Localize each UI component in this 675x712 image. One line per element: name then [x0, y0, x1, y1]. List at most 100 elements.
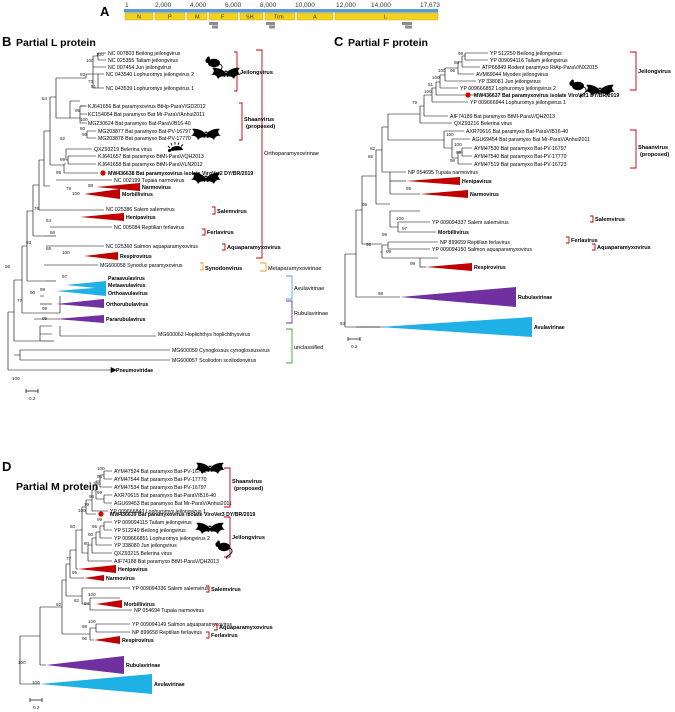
scale-bar-b: 0.2 [25, 389, 39, 401]
leaf-label: MG600057 Scoliodon scoliodonvirus [172, 358, 257, 364]
leaf-label: AYM47530 Bat paramyxo Bat-PV-16797 [474, 146, 567, 152]
clade-label: Henipavirus [126, 215, 156, 221]
genus-label: Shaanvirus [232, 479, 262, 485]
clade-label: Henipavirus [462, 179, 492, 185]
clade-triangle [40, 674, 152, 694]
gene-box [208, 12, 239, 21]
genus-label: Jeilongvirus [240, 70, 273, 76]
scale-label: 0.2 [29, 396, 36, 401]
leaf-label: YP 512250 Beilong jeilongvirus [490, 51, 562, 57]
gene-label: M [195, 15, 200, 21]
tree-b-synodon-bracket [200, 262, 204, 271]
genus-label: (proposed) [234, 486, 263, 492]
tree-b-bootstraps: 100 100 73 51 93 95 100 80 92 99 98 99 6… [5, 52, 104, 381]
leaf-label: AXR70615 Bat paramyxo Bat-ParaV/B16-40 [114, 493, 216, 499]
genome-tick: 12,000 [336, 2, 356, 9]
genus-label: Aquaparamyxovirus [219, 625, 273, 631]
leaf-label-highlight: MW436639 Bat paramyxovirus isolate ViroV… [110, 512, 255, 518]
leaf-label: ATP66849 Rodent paramyxo RtAp-ParaV/NX20… [482, 65, 598, 71]
bootstrap: 98 [378, 291, 384, 296]
leaf-label: YP 338081 Jun jeilongvirus [478, 79, 541, 85]
bootstrap: 90 [88, 532, 94, 537]
gene-box [186, 12, 208, 21]
clade-label: Narmovirus [106, 576, 135, 582]
bootstrap: 100 [396, 216, 404, 221]
panel-label-d: D [2, 459, 11, 474]
bootstrap: 95 [75, 108, 81, 113]
bootstrap: 64 [42, 96, 48, 101]
bootstrap: 54 [46, 218, 52, 223]
leaf-label: NC 043539 Lophuromys jeilongvirus 1 [106, 86, 194, 92]
bootstrap: 100 [97, 466, 105, 471]
clade-label: Rubulavirinae [126, 663, 160, 669]
leaf-label: YP 009094116 Tailam jeilongvirus [490, 58, 568, 64]
bootstrap: 99 [40, 287, 46, 292]
clade-triangle [46, 656, 124, 674]
tree-b-genus-brackets [202, 49, 263, 259]
gene-label: A [313, 15, 317, 21]
tree-c-brackets [566, 51, 637, 251]
clade-label: Narmovirus [142, 185, 171, 191]
bootstrap: 60 [454, 60, 460, 65]
genome-tick: 17,673 [420, 2, 440, 9]
genus-label: Jeilongvirus [232, 535, 265, 541]
panel-title-b: Partial L protein [16, 37, 96, 49]
genome-tick: 14,000 [371, 2, 391, 9]
bootstrap: 51 [91, 84, 97, 89]
bootstrap: 100 [88, 619, 96, 624]
bootstrap: 82 [74, 598, 80, 603]
bootstrap: 100 [93, 481, 101, 486]
leaf-label: AYM47519 Bat paramyxo Bat-PV-16723 [474, 162, 567, 168]
tree-b-branches [7, 52, 170, 371]
genus-label: Jeilongvirus [638, 69, 671, 75]
subfamily-label: Metaparamyxovirinae [268, 266, 321, 272]
bootstrap: 95 [72, 570, 78, 575]
clade-triangle [84, 252, 118, 260]
tree-d-genus-labels: Shaanvirus (proposed) Jeilongvirus Salem… [211, 479, 273, 639]
panel-label-a: A [100, 4, 110, 19]
clade-triangle [56, 287, 106, 296]
panel-b: B Partial L protein [2, 34, 328, 401]
leaf-label: AVM69044 Myodes jeilongvirus [476, 72, 549, 78]
tree-b-clades [56, 183, 140, 323]
bootstrap: 96 [92, 524, 98, 529]
highlight-dot [465, 92, 471, 98]
clade-triangle [406, 177, 460, 185]
gene-box [124, 12, 154, 21]
bootstrap: 99 [410, 261, 416, 266]
panel-label-c: C [334, 34, 344, 49]
leaf-label: NC 002199 Tupaia narmovirus [114, 178, 185, 184]
clade-label: Orthorubulavirus [106, 302, 148, 308]
genus-label: Shaanvirus [638, 145, 668, 151]
highlight-dot [98, 511, 104, 517]
clade-triangle [96, 183, 140, 191]
leaf-label: NC 025360 Salmon aquaparamyxovirus [106, 244, 198, 250]
bootstrap: 99 [97, 517, 103, 522]
leaf-label: KJ641657 Bat paramyxo BtMI-ParaV/QH2013 [98, 154, 204, 160]
leaf-label: NP 054694 Tupaia narmovirus [134, 608, 204, 614]
tree-d-clades [40, 565, 152, 694]
leaf-label: YP 009666944 Lophuromys jeilongvirus 1 [470, 100, 566, 106]
genome-bar [124, 9, 438, 13]
clade-label: Respirovirus [122, 638, 154, 644]
genome-panel: A 1 2,000 4,000 6,000 8,000 10,000 12,00… [100, 2, 440, 29]
bootstrap: 95 [362, 202, 368, 207]
leaf-label: YP 512249 Beilong jeilongvirus [114, 528, 186, 534]
leaf-label: QXZ93215 Belerina virus [114, 551, 172, 557]
subfamily-label: Rubulavirinae [294, 311, 328, 317]
bootstrap: 99 [382, 232, 388, 237]
leaf-label: NC 025386 Salem salemvirus [106, 207, 175, 213]
clade-triangle [84, 575, 104, 581]
leaf-label: KJ641656 Bat paramyxovirus BtHp-ParaV/GD… [88, 104, 206, 110]
bootstrap: 97 [62, 274, 68, 279]
bootstrap: 100 [78, 508, 86, 513]
clade-triangle [66, 281, 106, 289]
gene-box [264, 12, 296, 21]
leaf-label: AYM47540 Bat paramyxo Bat-PV-17770 [474, 154, 567, 160]
leaf-label: AYM47534 Bat paramyxo Bat-PV-16797 [114, 485, 207, 491]
bootstrap: 92 [56, 602, 62, 607]
clade-triangle [96, 600, 122, 608]
leaf-label: MG600059 Cynoglossus cynoglossusvirus [172, 348, 270, 354]
bootstrap: 93 [80, 72, 86, 77]
